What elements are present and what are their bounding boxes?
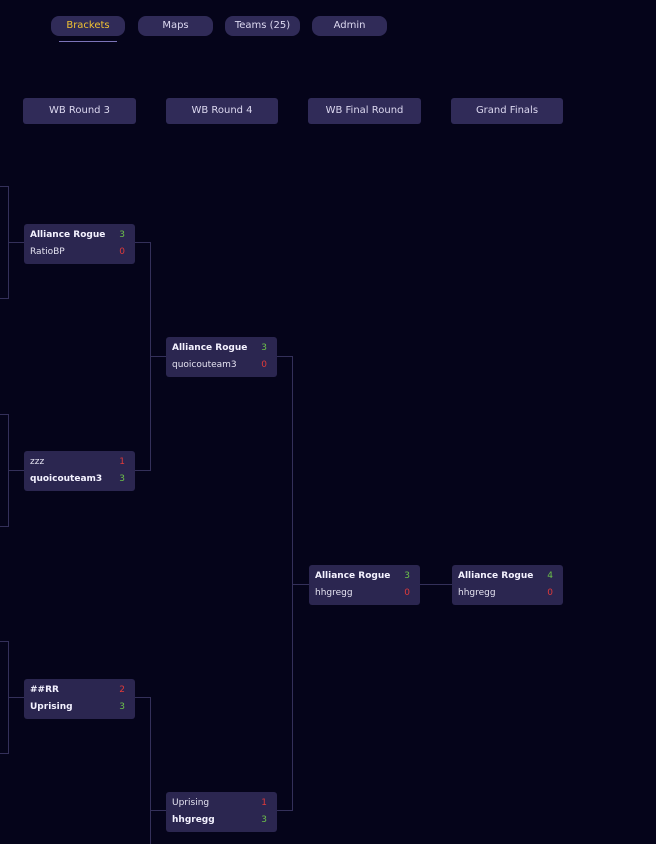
team-slot: quoicouteam3 3 [30, 472, 125, 486]
team-slot: ##RR 2 [30, 683, 125, 697]
connector-line [135, 470, 150, 471]
team-score: 1 [261, 798, 267, 808]
round-header-wb-round-3: WB Round 3 [23, 98, 136, 124]
round-header-wb-final-round: WB Final Round [308, 98, 421, 124]
team-slot: Alliance Rogue 4 [458, 569, 553, 583]
team-name: Alliance Rogue [30, 230, 106, 240]
connector-line [8, 470, 24, 471]
team-score: 0 [404, 588, 410, 598]
tab-maps[interactable]: Maps [138, 16, 213, 36]
team-name: hhgregg [172, 815, 215, 825]
team-score: 0 [261, 360, 267, 370]
team-slot: Alliance Rogue 3 [30, 228, 125, 242]
connector-line [292, 356, 293, 811]
connector-line [8, 242, 24, 243]
team-score: 0 [119, 247, 125, 257]
team-name: quoicouteam3 [30, 474, 103, 484]
connector-line [150, 697, 151, 844]
match-card-wb-r3-1[interactable]: Alliance Rogue 3 RatioBP 0 [24, 224, 135, 264]
tab-admin[interactable]: Admin [312, 16, 387, 36]
connector-line [420, 584, 452, 585]
team-name: Uprising [30, 702, 73, 712]
round-header-grand-finals: Grand Finals [451, 98, 563, 124]
connector-line [8, 697, 24, 698]
team-slot: Uprising 3 [30, 700, 125, 714]
team-score: 3 [261, 343, 267, 353]
connector-line [292, 584, 309, 585]
connector-line [0, 641, 8, 642]
team-name: zzz [30, 457, 45, 467]
team-name: RatioBP [30, 247, 65, 257]
team-slot: hhgregg 0 [315, 586, 410, 600]
connector-line [0, 186, 8, 187]
team-name: hhgregg [458, 588, 496, 598]
connector-line [150, 356, 167, 357]
active-tab-underline [59, 41, 117, 42]
team-score: 0 [547, 588, 553, 598]
match-card-grand-finals[interactable]: Alliance Rogue 4 hhgregg 0 [452, 565, 563, 605]
team-score: 2 [119, 685, 125, 695]
team-slot: Uprising 1 [172, 796, 267, 810]
connector-line [150, 810, 167, 811]
match-card-wb-r3-2[interactable]: zzz 1 quoicouteam3 3 [24, 451, 135, 491]
match-card-wb-r4-2[interactable]: Uprising 1 hhgregg 3 [166, 792, 277, 832]
team-slot: hhgregg 3 [172, 813, 267, 827]
team-name: quoicouteam3 [172, 360, 237, 370]
connector-line [135, 242, 150, 243]
team-slot: RatioBP 0 [30, 245, 125, 259]
connector-line [277, 356, 292, 357]
team-slot: Alliance Rogue 3 [172, 341, 267, 355]
team-name: Alliance Rogue [315, 571, 391, 581]
tab-brackets[interactable]: Brackets [51, 16, 125, 36]
team-name: Alliance Rogue [172, 343, 248, 353]
team-name: hhgregg [315, 588, 353, 598]
connector-line [0, 298, 8, 299]
team-slot: Alliance Rogue 3 [315, 569, 410, 583]
team-slot: quoicouteam3 0 [172, 358, 267, 372]
connector-line [277, 810, 292, 811]
match-card-wb-r3-3[interactable]: ##RR 2 Uprising 3 [24, 679, 135, 719]
team-slot: zzz 1 [30, 455, 125, 469]
team-name: Uprising [172, 798, 210, 808]
team-slot: hhgregg 0 [458, 586, 553, 600]
tab-teams[interactable]: Teams (25) [225, 16, 300, 36]
round-header-wb-round-4: WB Round 4 [166, 98, 278, 124]
connector-line [0, 753, 8, 754]
match-card-wb-r4-1[interactable]: Alliance Rogue 3 quoicouteam3 0 [166, 337, 277, 377]
connector-line [0, 414, 8, 415]
team-score: 3 [119, 702, 125, 712]
team-score: 3 [261, 815, 267, 825]
connector-line [0, 526, 8, 527]
team-score: 1 [119, 457, 125, 467]
team-name: Alliance Rogue [458, 571, 534, 581]
connector-line [135, 697, 150, 698]
team-score: 3 [119, 230, 125, 240]
team-score: 4 [547, 571, 553, 581]
team-score: 3 [404, 571, 410, 581]
team-name: ##RR [30, 685, 59, 695]
match-card-wb-final[interactable]: Alliance Rogue 3 hhgregg 0 [309, 565, 420, 605]
team-score: 3 [119, 474, 125, 484]
